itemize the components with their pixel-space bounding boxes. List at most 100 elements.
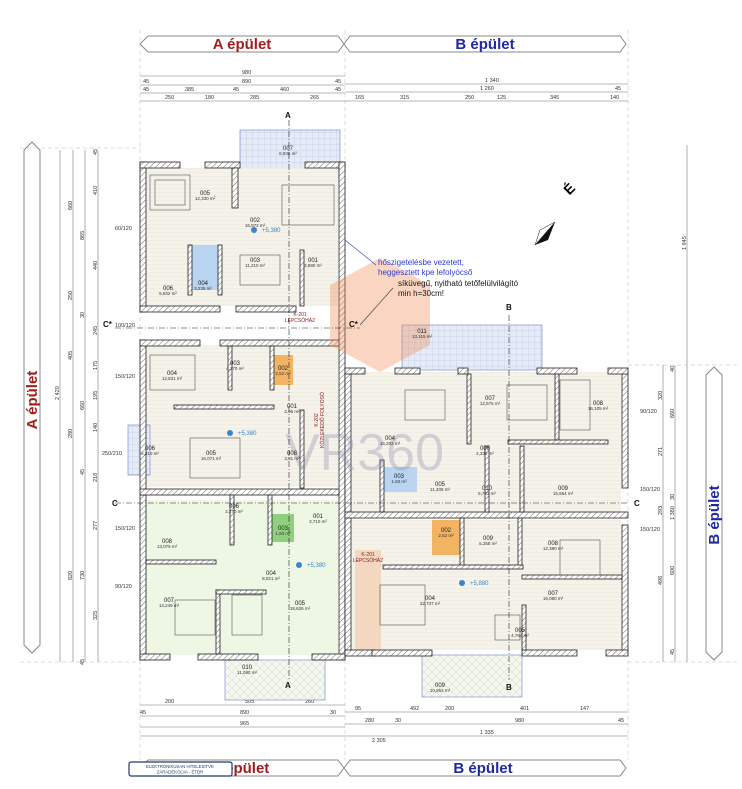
- room-area: 15,202 m²: [380, 441, 401, 446]
- room-area: 3,710 m²: [309, 519, 327, 524]
- dimension-label: 660: [80, 401, 86, 410]
- dimension-label: 980: [515, 718, 524, 724]
- room-area: 4,330 m²: [476, 451, 494, 456]
- room-area: 2,96 m²: [284, 409, 300, 414]
- room-number: 006: [163, 286, 174, 292]
- dimension-label: 405: [68, 351, 74, 360]
- level-marker-icon: [227, 430, 233, 436]
- dimension-label: 1 945: [682, 236, 688, 250]
- dimension-label: 980: [242, 70, 251, 76]
- opening-size-label: 250/210: [102, 451, 122, 457]
- dimension-label: 265: [310, 95, 319, 101]
- section-markers: [115, 120, 628, 680]
- dimension-label: 125: [497, 95, 506, 101]
- skylight-note: síküvegű, nyitható tetőfelülvilágító min…: [359, 279, 519, 326]
- room-number: 007: [164, 598, 175, 604]
- section-c-right: C: [634, 499, 640, 508]
- dimension-label: 385: [185, 87, 194, 93]
- room-number: 005: [206, 451, 217, 457]
- dimension-label: 890: [240, 710, 249, 716]
- room-number: 004: [425, 596, 436, 602]
- dimension-label: 30: [395, 718, 401, 724]
- dimension-label: 250: [465, 95, 474, 101]
- room-area: 5,358 m²: [479, 541, 497, 546]
- opening-size-label: 90/120: [115, 584, 132, 590]
- room-number: 005: [200, 191, 211, 197]
- dimension-label: 440: [93, 261, 99, 270]
- dimension-label: 30: [330, 710, 336, 716]
- room-area: 13,249 m²: [159, 603, 180, 608]
- section-c-left: C: [112, 499, 118, 508]
- dimension-label: 401: [520, 706, 529, 712]
- dimension-label: 200: [445, 706, 454, 712]
- room-number: 003: [278, 526, 289, 532]
- dimension-label: 140: [93, 423, 99, 432]
- dimension-label: 45: [335, 87, 341, 93]
- stair-code: K-201: [361, 552, 375, 558]
- room-number: 011: [417, 329, 427, 335]
- room-number: 009: [558, 486, 569, 492]
- room-number: 006: [229, 504, 240, 510]
- dimension-label: 345: [550, 95, 559, 101]
- room-number: 003: [394, 474, 405, 480]
- building-a-banner-left: A épület: [23, 141, 41, 654]
- dimension-label: 260: [305, 699, 314, 705]
- section-a-bottom: A: [285, 681, 291, 690]
- dimension-label: 200: [165, 699, 174, 705]
- elevation-label: +5,380: [262, 228, 281, 234]
- room-area: 3,270 m²: [225, 509, 243, 514]
- room-number: 003: [230, 361, 241, 367]
- dimension-label: 271: [658, 447, 664, 456]
- stair-name: LÉPCSŐHÁZ: [285, 317, 315, 324]
- room-area: 16,105 m²: [588, 406, 609, 411]
- room-area: 10,862 m²: [430, 688, 451, 693]
- dimension-label: 45: [140, 710, 146, 716]
- room-area: 12,330 m²: [195, 196, 216, 201]
- room-area: 15,564 m²: [553, 491, 574, 496]
- level-marker-icon: [296, 562, 302, 568]
- room-area: 4,270 m²: [226, 366, 244, 371]
- room-number: 009: [483, 536, 494, 542]
- room-area: 5,763 m²: [478, 491, 496, 496]
- dimension-label: 1 260: [480, 86, 494, 92]
- room-area: 13,115 m²: [412, 334, 432, 339]
- room-number: 005: [435, 482, 446, 488]
- room-area: 11,405 m²: [430, 487, 450, 492]
- dimension-label: 1 340: [485, 78, 499, 84]
- building-b-banner-right: B épület: [705, 366, 723, 661]
- dimension-label: 325: [93, 611, 99, 620]
- dimension-label: 460: [280, 87, 289, 93]
- stair-code: K-201: [293, 312, 307, 318]
- dimension-label: 30: [670, 494, 676, 500]
- stamp-line1: ELEKTRONIKUSAN HITELESÍTVE: [146, 764, 214, 769]
- room-number: 007: [548, 591, 559, 597]
- dimension-lines: [59, 75, 688, 737]
- room-area: 8,021 m²: [262, 576, 280, 581]
- dimension-label: 280: [365, 718, 374, 724]
- dimension-label: 250: [68, 291, 74, 300]
- dimension-label: 410: [93, 186, 99, 195]
- level-marker-icon: [459, 580, 465, 586]
- room-number: 005: [295, 601, 306, 607]
- dimension-label: 45: [335, 79, 341, 85]
- drain-note: hőszigetelésbe vezetett, heggesztett kpe…: [344, 239, 473, 277]
- dimension-label: 965: [240, 721, 249, 727]
- dimension-label: 820: [68, 571, 74, 580]
